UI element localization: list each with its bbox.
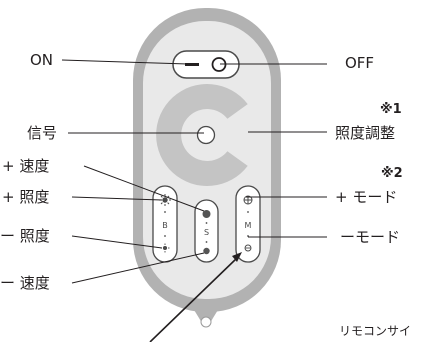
pointer-arrow: [149, 252, 242, 343]
brightness-ring[interactable]: [156, 83, 248, 186]
speed-up-icon: [202, 210, 211, 218]
label-brightness-minus: ー 照度: [0, 227, 50, 245]
signal-indicator: [196, 125, 216, 145]
label-signal: 信号: [27, 124, 58, 142]
callout-brightness-minus: [71, 235, 163, 249]
speed-button-mark: S: [204, 228, 209, 237]
mode-buttons[interactable]: M: [235, 185, 261, 263]
brightness-button-mark: B: [162, 221, 168, 230]
mode-down-icon: [244, 244, 252, 252]
callout-lines: [61, 59, 327, 284]
callout-speed-minus: [71, 252, 205, 284]
label-off: OFF: [345, 54, 375, 72]
speed-down-icon: [203, 247, 210, 255]
label-mode-minus: ーモード: [340, 228, 401, 246]
callout-on: [61, 59, 189, 65]
label-speed-minus: ー 速度: [0, 274, 50, 292]
callout-brightness-plus: [71, 196, 163, 201]
note-2: ※2: [381, 166, 403, 181]
speed-buttons[interactable]: S: [194, 199, 219, 263]
label-on: ON: [30, 51, 54, 69]
brightness-buttons[interactable]: B: [152, 185, 178, 263]
label-remote-size: リモコンサイ: [339, 324, 412, 338]
label-speed-plus: + 速度: [2, 157, 50, 175]
label-brightness-plus: + 照度: [2, 188, 50, 206]
note-1: ※1: [380, 102, 402, 117]
label-mode-plus: + モード: [335, 188, 398, 206]
callout-speed-plus: [83, 165, 205, 212]
mode-button-mark: M: [245, 221, 252, 230]
label-brightness-adjust: 照度調整: [335, 124, 396, 142]
